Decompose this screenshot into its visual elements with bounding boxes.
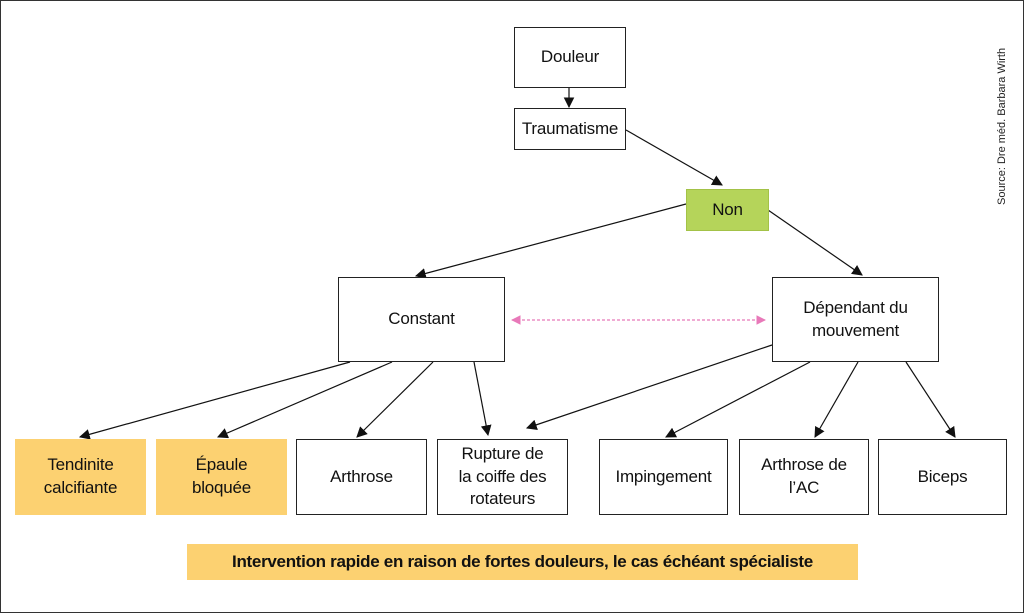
node-arthrose: Arthrose [296, 439, 427, 515]
node-rupture-coiffe: Rupture de la coiffe des rotateurs [437, 439, 568, 515]
node-non: Non [686, 189, 769, 231]
node-traumatisme: Traumatisme [514, 108, 626, 150]
node-biceps: Biceps [878, 439, 1007, 515]
node-epaule-bloquee: Épaule bloquée [156, 439, 287, 515]
edge-traumatisme-non [625, 129, 723, 186]
node-dependant-du-mouvement: Dépendant du mouvement [772, 277, 939, 362]
edge-dependant-rupture [525, 344, 773, 430]
edge-constant-epaule [217, 361, 393, 439]
edge-dependant-arthrose-ac [814, 361, 859, 438]
node-douleur: Douleur [514, 27, 626, 88]
edge-dependant-biceps [905, 361, 956, 438]
edge-non-dependant [767, 209, 863, 276]
source-credit: Source: Dre méd. Barbara Wirth [996, 47, 1008, 205]
edge-constant-rupture [473, 361, 492, 437]
edge-non-constant [414, 203, 687, 279]
edge-constant-tendinite [78, 361, 351, 440]
intervention-banner: Intervention rapide en raison de fortes … [187, 544, 858, 580]
node-arthrose-ac: Arthrose de l’AC [739, 439, 869, 515]
edge-dependant-impingement [665, 361, 811, 438]
node-constant: Constant [338, 277, 505, 362]
node-tendinite-calcifiante: Tendinite calcifiante [15, 439, 146, 515]
node-impingement: Impingement [599, 439, 728, 515]
edge-constant-arthrose [356, 361, 434, 438]
